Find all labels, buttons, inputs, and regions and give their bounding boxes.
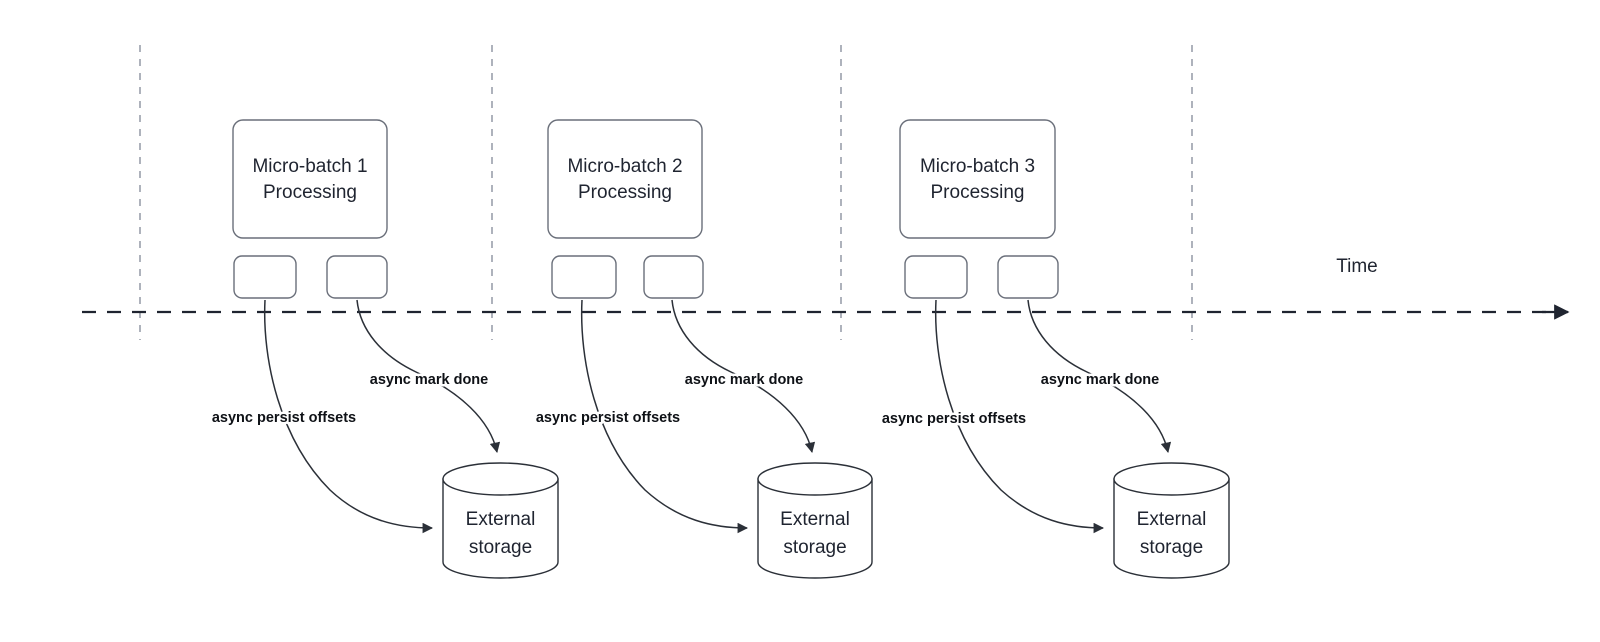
async-mark-done-label-halo: async mark done [685,372,803,388]
mini-box-persist[interactable] [551,255,617,299]
external-storage-cylinder-body[interactable] [442,478,559,579]
external-storage-cylinder-body[interactable] [1113,478,1230,579]
external-storage-cylinder-top [442,462,559,496]
mini-box-mark[interactable] [997,255,1059,299]
external-storage-label-line1: External [466,509,536,530]
micro-batch-box[interactable] [899,119,1056,239]
async-persist-offsets-label: async persist offsets [212,410,356,426]
async-persist-offsets-edge [263,299,434,534]
mini-box-mark[interactable] [326,255,388,299]
external-storage-label-line2: storage [1140,537,1203,558]
mini-box-persist[interactable] [904,255,968,299]
async-persist-offsets-label: async persist offsets [882,411,1026,427]
async-mark-done-label: async mark done [685,372,803,388]
micro-batch-box-label-line2: Processing [931,182,1025,203]
external-storage-label-line1: External [780,509,850,530]
external-storage-label-line2: storage [783,537,846,558]
async-persist-offsets-label-halo: async persist offsets [536,410,680,426]
async-mark-done-label: async mark done [1041,372,1159,388]
external-storage-cylinder-body[interactable] [757,478,873,579]
micro-batch-box-label-line2: Processing [578,182,672,203]
async-mark-done-edge [671,299,816,454]
micro-batch-box-label-line1: Micro-batch 1 [252,156,367,177]
time-axis: Time [82,256,1570,320]
async-mark-done-edge [1027,299,1172,454]
async-mark-done-label: async mark done [370,372,488,388]
async-persist-offsets-label-halo: async persist offsets [212,410,356,426]
micro-batch-box[interactable] [232,119,388,239]
async-mark-done-label-halo: async mark done [370,372,488,388]
micro-batch-box[interactable] [547,119,703,239]
async-persist-offsets-label-halo: async persist offsets [882,411,1026,427]
micro-batch-box-label-line1: Micro-batch 3 [920,156,1035,177]
micro-batch-box-label-line2: Processing [263,182,357,203]
async-persist-offsets-label: async persist offsets [536,410,680,426]
async-persist-offsets-edge [580,299,749,534]
external-storage-cylinder-top [757,462,873,496]
external-storage-label-line2: storage [469,537,532,558]
async-mark-done-edge [356,299,501,454]
async-persist-offsets-edge [934,299,1105,534]
micro-batch-box-label-line1: Micro-batch 2 [567,156,682,177]
mini-box-mark[interactable] [643,255,704,299]
time-axis-label: Time [1336,256,1378,277]
external-storage-label-line1: External [1137,509,1207,530]
async-mark-done-label-halo: async mark done [1041,372,1159,388]
mini-box-persist[interactable] [233,255,297,299]
external-storage-cylinder-top [1113,462,1230,496]
